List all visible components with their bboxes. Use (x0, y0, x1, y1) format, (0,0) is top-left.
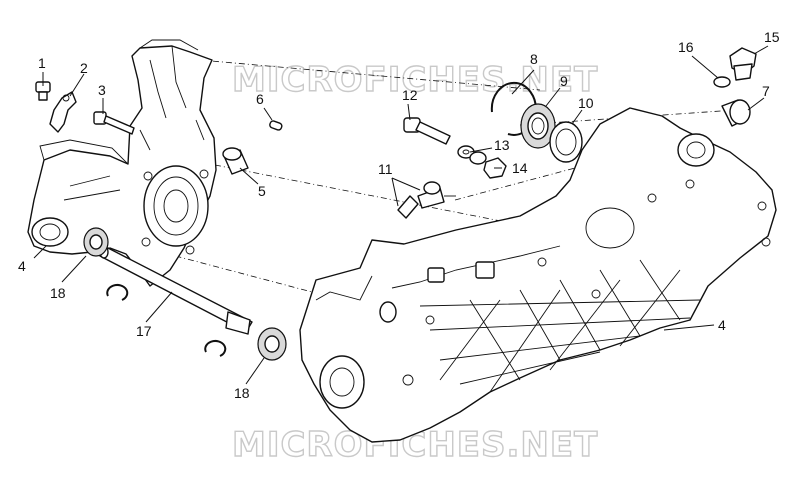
part-2-bracket (49, 91, 77, 133)
part-11-hose-fitting (397, 181, 456, 219)
callout-10: 10 (578, 95, 594, 111)
part-6-pin (269, 120, 283, 131)
part-16-washer (713, 76, 731, 88)
callout-3: 3 (98, 82, 106, 98)
shaft-circlip-upper (106, 283, 129, 301)
callout-14: 14 (512, 160, 528, 176)
part-5-bushing (222, 147, 249, 175)
part-18-bearing-lower (257, 327, 287, 361)
part-15-drain-plug (729, 47, 757, 81)
callout-6: 6 (256, 91, 264, 107)
callout-4-right: 4 (718, 317, 726, 333)
callout-5: 5 (258, 183, 266, 199)
part-13-washer (457, 145, 475, 159)
callout-1: 1 (38, 55, 46, 71)
callout-8: 8 (530, 51, 538, 67)
callout-9: 9 (560, 73, 568, 89)
callout-17: 17 (136, 323, 152, 339)
part-7-bushing (721, 99, 751, 127)
part-10-seal (549, 121, 583, 163)
part-3-bolt (93, 111, 135, 135)
shaft-circlip-lower (204, 339, 227, 357)
callout-7: 7 (762, 83, 770, 99)
callout-labels: 1 2 3 4 4 5 6 7 8 9 10 11 12 13 14 15 16… (18, 29, 780, 401)
watermark-top: MICROFICHES.NET (232, 60, 598, 100)
callout-18-lower: 18 (234, 385, 250, 401)
callout-2: 2 (80, 60, 88, 76)
part-1-screw (35, 81, 51, 101)
callout-4-left: 4 (18, 258, 26, 274)
part-9-bearing (520, 103, 556, 149)
callout-16: 16 (678, 39, 694, 55)
part-14-nut (469, 151, 507, 179)
callout-12: 12 (402, 87, 418, 103)
part-18-bearing-upper (83, 227, 109, 257)
callout-13: 13 (494, 137, 510, 153)
callout-15: 15 (764, 29, 780, 45)
right-crankcase-half (299, 107, 777, 443)
callout-18-upper: 18 (50, 285, 66, 301)
left-crankcase-half (27, 39, 217, 287)
leader-lines (33, 45, 769, 385)
callout-11: 11 (378, 161, 393, 177)
part-12-bolt (403, 117, 451, 145)
